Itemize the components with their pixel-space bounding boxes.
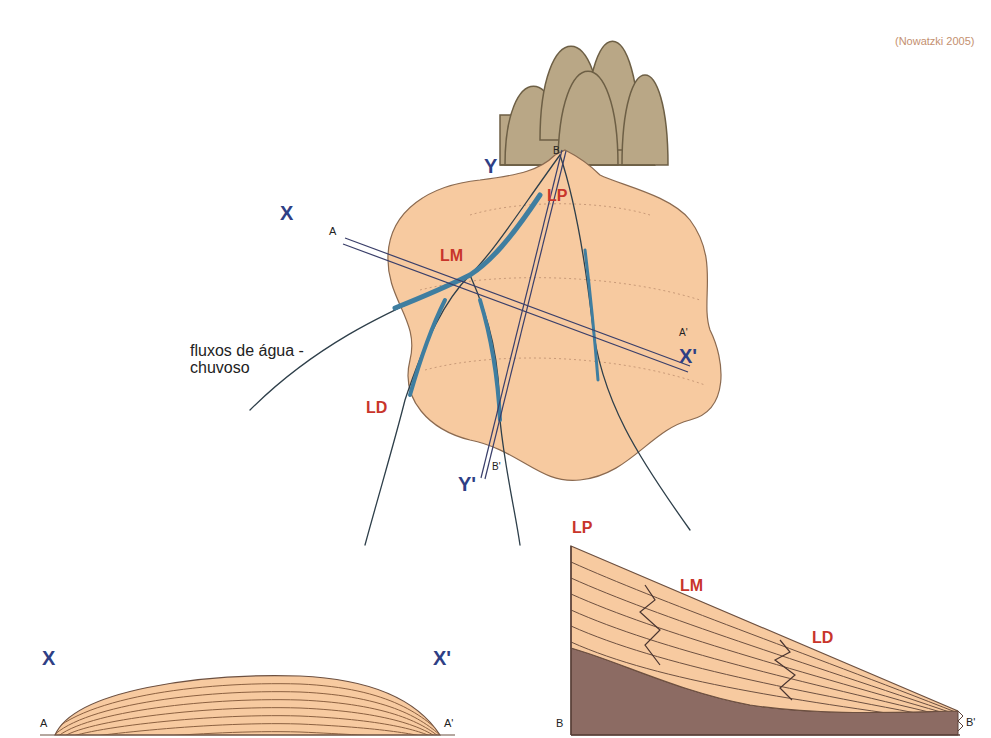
section-label: B	[553, 146, 560, 157]
section-label: B	[556, 718, 563, 730]
section-label: Y'	[458, 474, 476, 495]
section-label: LM	[440, 248, 463, 265]
mountain-range	[500, 41, 668, 165]
section-label: LM	[680, 578, 703, 595]
section-label: Y	[484, 156, 497, 177]
water-channels	[250, 155, 690, 545]
source-citation: (Nowatzki 2005)	[895, 36, 974, 48]
section-label: B'	[966, 717, 975, 729]
transverse-section	[40, 676, 455, 738]
section-label: X'	[679, 346, 697, 367]
section-label: LD	[366, 400, 387, 417]
section-label: A	[40, 718, 47, 730]
flow-note: fluxos de água - chuvoso	[190, 343, 340, 377]
section-label: LP	[547, 188, 567, 205]
section-label: A'	[444, 718, 453, 730]
section-label: X'	[433, 648, 451, 669]
section-label: B'	[492, 462, 501, 473]
section-lines	[343, 150, 690, 479]
section-label: LD	[812, 630, 833, 647]
section-label: A'	[679, 328, 688, 339]
section-label: X	[280, 203, 293, 224]
section-label: LP	[572, 520, 592, 537]
section-label: A	[329, 226, 336, 238]
longitudinal-section	[571, 546, 963, 735]
fan-contours	[420, 204, 705, 385]
section-label: X	[42, 648, 55, 669]
